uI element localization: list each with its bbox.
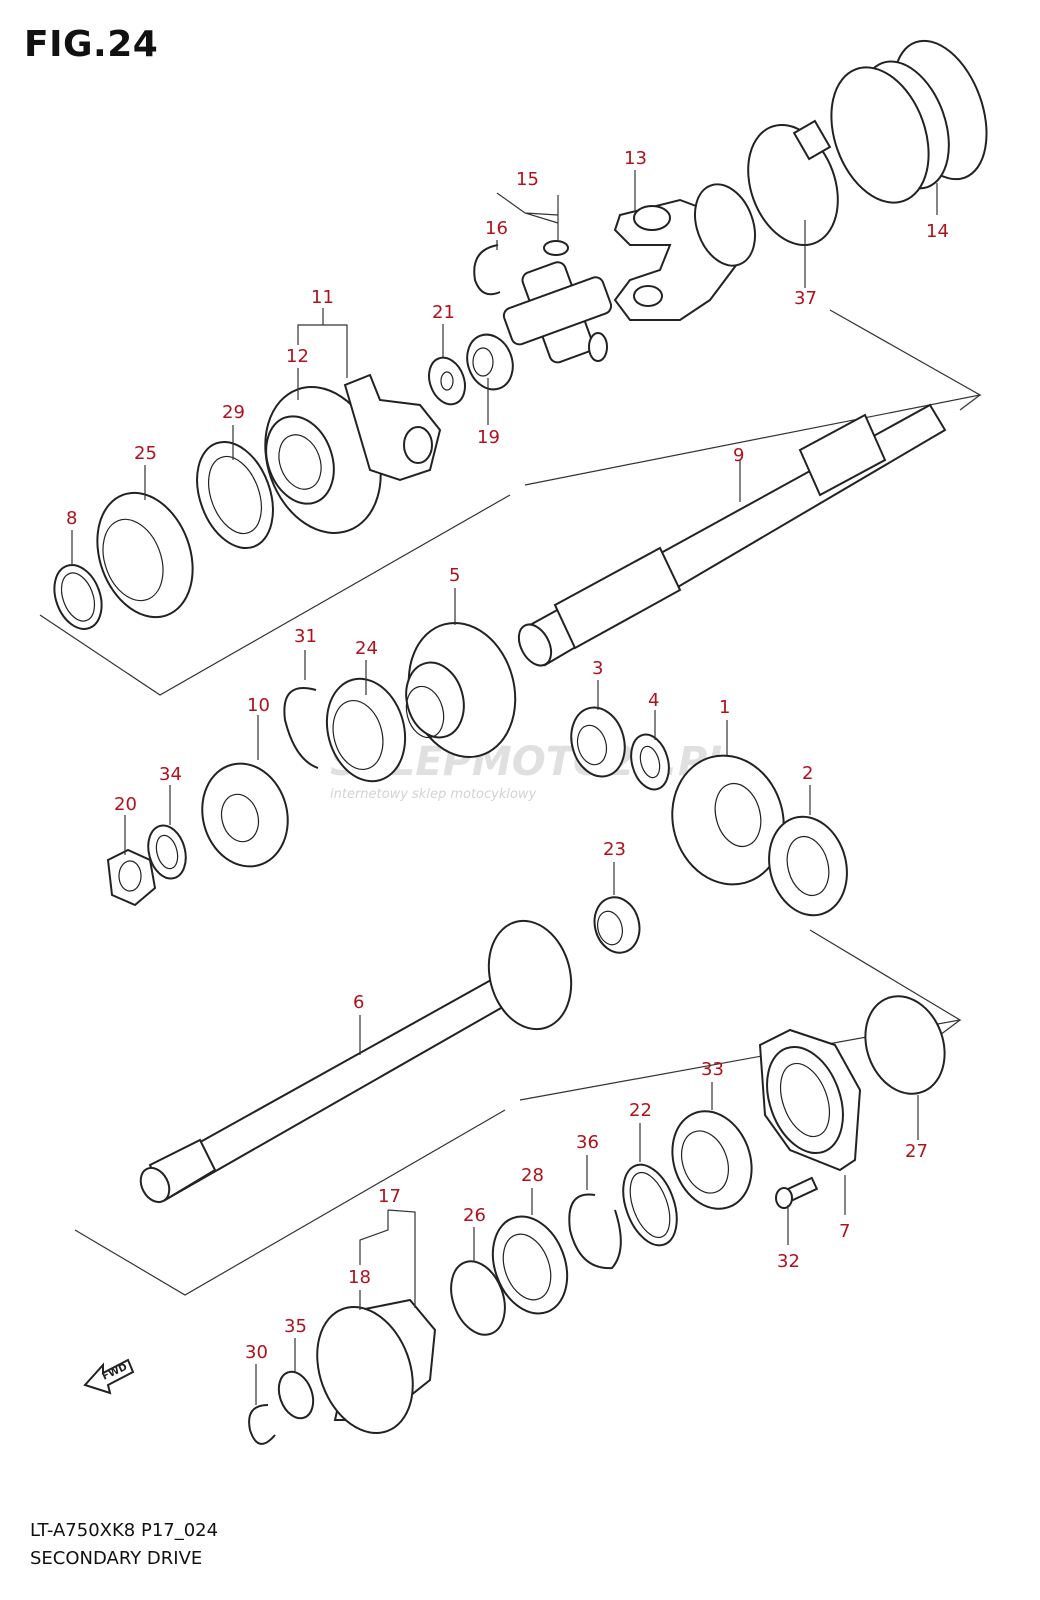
gear-part-10: [201, 762, 289, 868]
yoke-part: [613, 183, 756, 321]
washer-part-4: [630, 733, 670, 791]
circlip-part-36: [568, 1193, 622, 1270]
callout-27: 27: [905, 1141, 928, 1162]
nut-part-20: [106, 848, 157, 907]
callout-23: 23: [603, 839, 626, 860]
boot-part: [830, 39, 988, 204]
o-ring-part-26: [450, 1260, 506, 1336]
callout-28: 28: [521, 1165, 544, 1186]
callout-numbers: 1 2 3 4 5 6 7 8 9 10 11 12 13 14 15 16 1…: [66, 148, 949, 1363]
washer-part-34: [147, 824, 187, 880]
bevel-gear-part-1: [671, 754, 785, 886]
bearing-part-33: [671, 1110, 753, 1210]
figure-name: SECONDARY DRIVE: [30, 1548, 203, 1569]
propeller-shaft-part-9: [517, 403, 947, 667]
callout-29: 29: [222, 402, 245, 423]
leader-lines: [71, 170, 938, 1405]
callout-32: 32: [777, 1251, 800, 1272]
callout-30: 30: [245, 1342, 268, 1363]
callout-31: 31: [294, 626, 317, 647]
callout-12: 12: [286, 346, 309, 367]
callout-9: 9: [733, 445, 744, 466]
universal-joint-part: [502, 240, 613, 364]
circlip-part-30: [248, 1404, 276, 1445]
flange-yoke-part: [264, 373, 442, 534]
needle-bearing-part-23: [593, 896, 641, 954]
callout-16: 16: [485, 218, 508, 239]
callout-36: 36: [576, 1132, 599, 1153]
circlip-part-16: [473, 244, 501, 296]
callout-14: 14: [926, 221, 949, 242]
group-frame-lower: [74, 929, 962, 1296]
figure-title: FIG.24: [24, 24, 159, 65]
callout-2: 2: [802, 763, 813, 784]
callout-37: 37: [794, 288, 817, 309]
callout-25: 25: [134, 443, 157, 464]
callout-1: 1: [719, 697, 730, 718]
callout-19: 19: [477, 427, 500, 448]
collar-part-3: [570, 706, 626, 778]
bevel-gear-part-5: [405, 621, 517, 759]
callout-10: 10: [247, 695, 270, 716]
figure-code: LT-A750XK8 P17_024: [30, 1520, 219, 1541]
bearing-part-24: [325, 677, 407, 783]
bolt-part-32: [775, 1176, 819, 1209]
callout-21: 21: [432, 302, 455, 323]
callout-13: 13: [624, 148, 647, 169]
callout-35: 35: [284, 1316, 307, 1337]
shim-part-8: [53, 564, 103, 630]
clamp-part: [747, 119, 839, 247]
oil-seal-part-29: [196, 440, 274, 550]
group-frame-upper: [39, 309, 982, 696]
nut-part-19: [466, 333, 514, 391]
boot-part-18: [316, 1298, 437, 1434]
callout-15: 15: [516, 169, 539, 190]
callout-3: 3: [592, 658, 603, 679]
ring-part-35: [277, 1370, 315, 1420]
callout-4: 4: [648, 690, 659, 711]
shim-part-2: [768, 815, 848, 917]
bearing-part-25: [96, 491, 194, 619]
callout-5: 5: [449, 565, 460, 586]
callout-20: 20: [114, 794, 137, 815]
drive-shaft-part-6: [139, 919, 573, 1204]
callout-11: 11: [311, 287, 334, 308]
shim-part-22: [622, 1163, 678, 1247]
washer-part-21: [428, 356, 466, 406]
watermark-tagline: internetowy sklep motocyklowy: [330, 787, 537, 802]
circlip-part-31: [283, 687, 319, 769]
callout-26: 26: [463, 1205, 486, 1226]
callout-6: 6: [353, 992, 364, 1013]
oil-seal-part-28: [491, 1215, 569, 1315]
callout-18: 18: [348, 1267, 371, 1288]
callout-8: 8: [66, 508, 77, 529]
callout-22: 22: [629, 1100, 652, 1121]
bearing-housing-part-7: [758, 1028, 862, 1172]
callout-34: 34: [159, 764, 182, 785]
callout-7: 7: [839, 1221, 850, 1242]
callout-33: 33: [701, 1059, 724, 1080]
callout-24: 24: [355, 638, 378, 659]
callout-17: 17: [378, 1186, 401, 1207]
forward-arrow-icon: FWD: [83, 1358, 135, 1395]
o-ring-part-27: [864, 995, 946, 1095]
